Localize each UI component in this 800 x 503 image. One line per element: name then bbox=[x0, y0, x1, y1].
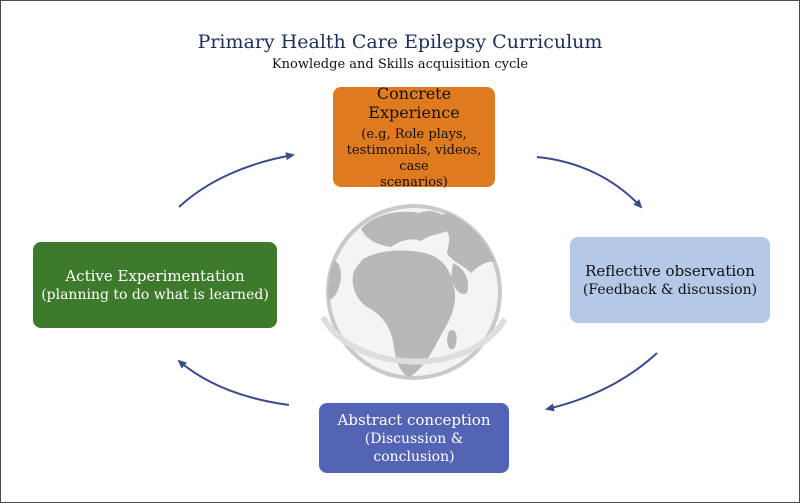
reflective-observation-desc: (Feedback & discussion) bbox=[582, 281, 758, 298]
globe-icon bbox=[320, 204, 508, 380]
concrete-experience-desc-line-1: (e.g, Role plays, bbox=[361, 126, 467, 142]
arrow-active-to-concrete bbox=[178, 152, 295, 208]
arrow-concrete-to-reflective bbox=[536, 156, 643, 209]
reflective-observation-heading: Reflective observation bbox=[585, 261, 755, 280]
abstract-conception-box: Abstract conception (Discussion & conclu… bbox=[319, 403, 509, 473]
arrow-abstract-to-active bbox=[177, 359, 290, 406]
concrete-experience-desc-line-2: testimonials, videos, case bbox=[346, 142, 482, 174]
arrow-reflective-to-abstract bbox=[545, 352, 658, 412]
active-experimentation-desc: (planning to do what is learned) bbox=[41, 286, 269, 303]
abstract-conception-heading: Abstract conception bbox=[337, 410, 491, 429]
concrete-experience-heading: Concrete Experience bbox=[368, 83, 460, 122]
diagram-subtitle: Knowledge and Skills acquisition cycle bbox=[271, 57, 529, 72]
diagram-title: Primary Health Care Epilepsy Curriculum bbox=[197, 31, 603, 53]
active-experimentation-heading: Active Experimentation bbox=[65, 266, 245, 285]
concrete-experience-box: Concrete Experience (e.g, Role plays, te… bbox=[333, 83, 495, 190]
active-experimentation-box: Active Experimentation (planning to do w… bbox=[33, 242, 277, 328]
abstract-conception-desc: (Discussion & conclusion) bbox=[364, 430, 464, 465]
reflective-observation-box: Reflective observation (Feedback & discu… bbox=[570, 237, 770, 323]
concrete-experience-desc-line-3: scenarios) bbox=[380, 174, 448, 190]
